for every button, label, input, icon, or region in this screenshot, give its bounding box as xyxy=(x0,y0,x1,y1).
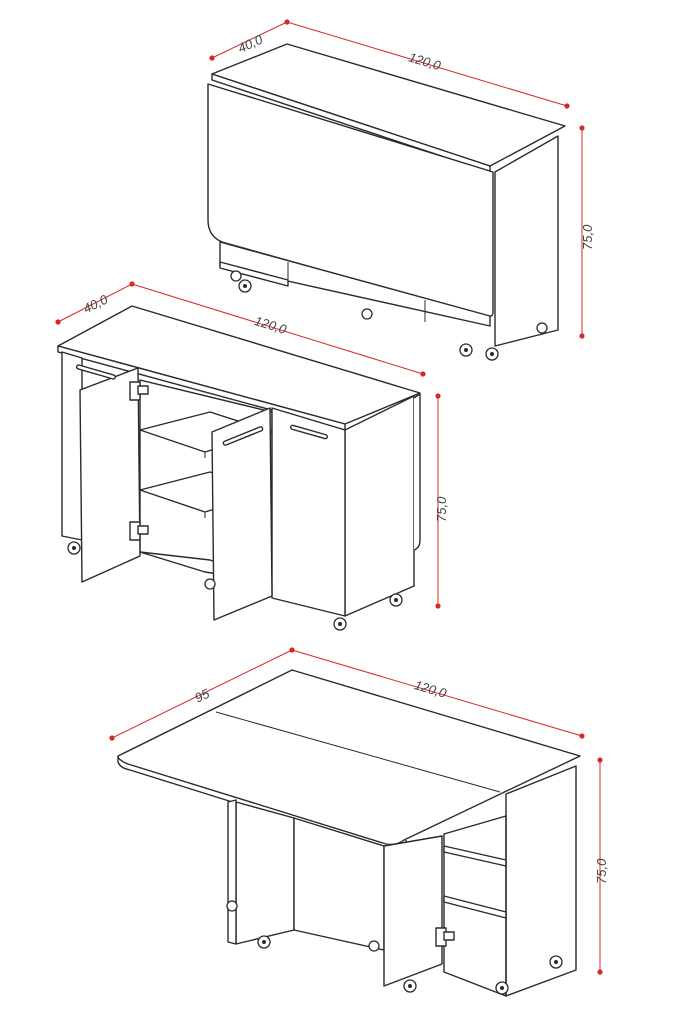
folded-height-dimension: 75,0 xyxy=(579,125,595,339)
cabinet-height-label: 75,0 xyxy=(434,496,449,522)
extended-depth-label: 95 xyxy=(192,685,212,705)
cabinet-hinges xyxy=(129,381,149,541)
cabinet-middle-open-door xyxy=(211,407,273,621)
extended-hinge xyxy=(435,927,455,947)
cabinet-right-side xyxy=(344,395,415,617)
cabinet-width-label: 120,0 xyxy=(253,313,289,337)
cabinet-right-door xyxy=(271,407,346,617)
left-door-handle xyxy=(75,364,117,380)
right-door-handle xyxy=(289,424,329,440)
folded-width-label: 120,0 xyxy=(407,50,443,74)
extended-height-dimension: 75,0 xyxy=(594,757,609,975)
extended-left-leg xyxy=(235,801,295,945)
cabinet-left-open-door xyxy=(79,367,141,583)
extended-right-side xyxy=(505,765,577,997)
folded-right-side xyxy=(494,135,559,347)
folded-depth-label: 40,0 xyxy=(236,31,266,55)
extended-width-label: 120,0 xyxy=(413,677,449,701)
extended-table-view: 95 120,0 75,0 xyxy=(109,647,609,997)
cabinet-height-dimension: 75,0 xyxy=(434,393,449,609)
extended-height-label: 75,0 xyxy=(594,858,609,884)
extended-center-leg xyxy=(383,835,443,987)
cabinet-wheels xyxy=(67,541,403,631)
cabinet-depth-label: 40,0 xyxy=(81,291,111,316)
folded-wheels xyxy=(230,270,548,361)
folded-height-label: 75,0 xyxy=(580,224,595,250)
folded-table-view: 40,0 120,0 75,0 xyxy=(207,19,595,361)
middle-door-handle xyxy=(222,426,264,446)
cabinet-view: 40,0 120,0 75,0 xyxy=(55,281,449,631)
extended-wheels xyxy=(226,900,563,995)
extended-depth-dimension: 95 xyxy=(109,647,295,741)
extended-top xyxy=(117,669,581,846)
